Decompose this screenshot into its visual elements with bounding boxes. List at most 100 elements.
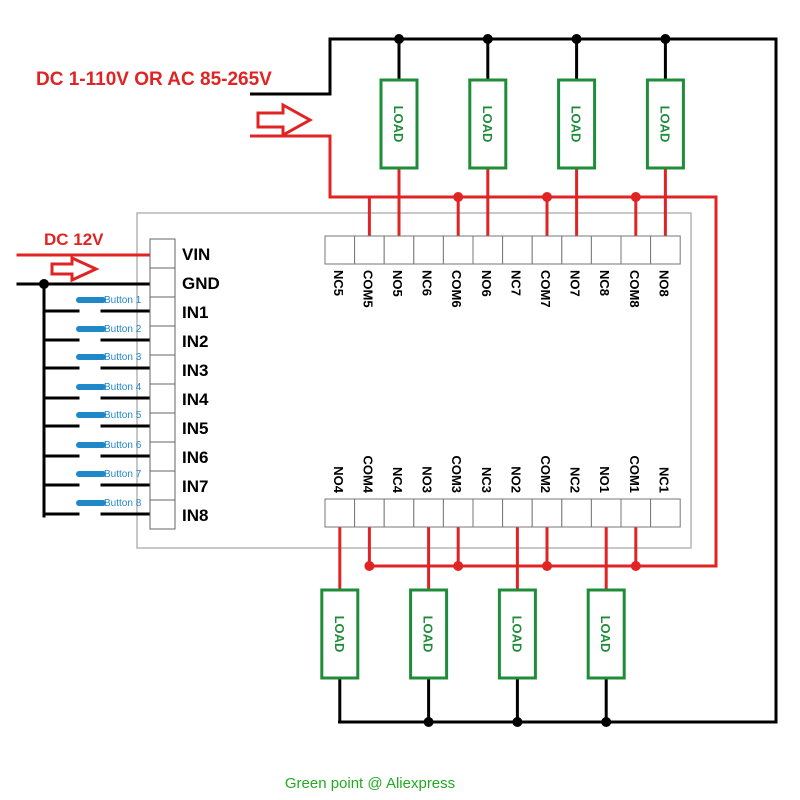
- top-terminal-label: COM6: [449, 270, 464, 308]
- top-terminal-label: NC8: [597, 270, 612, 296]
- load-supply-label: DC 1-110V OR AC 85-265V: [36, 69, 272, 90]
- phase-junction-top-6: [453, 192, 464, 202]
- neutral-junction-bottom-2: [512, 717, 523, 727]
- top-terminal-label: NO8: [656, 270, 671, 297]
- bottom-terminal-label: NO1: [597, 466, 612, 493]
- top-terminal-nc7: [502, 235, 533, 265]
- top-terminal-label: COM7: [538, 270, 553, 308]
- top-terminal-label: NC7: [508, 270, 523, 296]
- bottom-terminal-label: NC3: [479, 467, 494, 493]
- phase-junction-bottom-4: [364, 561, 375, 571]
- button-2-actuator: [76, 326, 106, 332]
- load-top-6-label: LOAD: [480, 106, 495, 143]
- button-1-actuator: [76, 297, 106, 303]
- button-3-label: Button 3: [104, 352, 142, 363]
- footer-credit: Green point @ Aliexpress: [285, 775, 455, 792]
- top-terminal-label: COM5: [360, 270, 375, 308]
- pin-label: GND: [182, 274, 220, 293]
- bottom-terminal-label: NC2: [568, 467, 583, 493]
- top-terminal-label: NC5: [331, 270, 346, 296]
- button-7-label: Button 7: [104, 469, 142, 480]
- load-supply-arrow-icon: [256, 102, 314, 138]
- load-top-8: [645, 78, 685, 170]
- pin-label: IN8: [182, 506, 208, 525]
- top-terminal-no6: [472, 235, 504, 265]
- phase-bus-wire: [250, 134, 718, 568]
- button-1-label: Button 1: [104, 295, 142, 306]
- pin-in5: [149, 412, 176, 443]
- pin-in3: [149, 354, 176, 385]
- bottom-terminal-label: COM3: [449, 455, 464, 493]
- wires: [16, 37, 778, 724]
- load-bottom-1: [586, 588, 626, 680]
- bottom-terminal-nc1: [650, 498, 681, 528]
- pin-label: IN6: [182, 448, 208, 467]
- load-bottom-4: [320, 588, 360, 680]
- pin-in8: [149, 499, 176, 530]
- bottom-terminal-nc2: [561, 498, 592, 528]
- top-terminal-no7: [561, 235, 592, 265]
- top-terminal-com5: [354, 235, 385, 265]
- bottom-terminal-label: NO2: [508, 466, 523, 493]
- top-terminal-com7: [531, 235, 563, 265]
- button-7-actuator: [76, 471, 106, 477]
- button-8-actuator: [76, 500, 106, 506]
- button-4-actuator: [76, 384, 106, 390]
- junction-dots: [39, 34, 671, 727]
- button-4-label: Button 4: [104, 382, 142, 393]
- pin-label: IN5: [182, 419, 208, 438]
- bottom-terminal-nc3: [472, 498, 504, 528]
- top-terminal-label: NO5: [390, 270, 405, 297]
- phase-junction-top-7: [542, 192, 552, 202]
- pin-in2: [149, 325, 176, 356]
- top-terminal-nc5: [324, 235, 356, 265]
- bottom-terminal-label: COM4: [360, 455, 375, 493]
- button-5-actuator: [76, 412, 106, 418]
- neutral-bus-wire: [250, 37, 778, 724]
- pin-in7: [149, 470, 176, 501]
- relay-board: [136, 212, 692, 549]
- button-2-label: Button 2: [104, 324, 142, 335]
- top-terminal-no5: [383, 235, 415, 265]
- top-terminal-label: COM8: [627, 270, 642, 308]
- neutral-junction-bottom-3: [423, 717, 434, 727]
- bottom-terminal-nc4: [383, 498, 415, 528]
- pin-label: IN7: [182, 477, 208, 496]
- neutral-junction-bottom-1: [601, 717, 612, 727]
- load-top-5: [379, 78, 419, 170]
- bottom-terminal-no4: [324, 498, 356, 528]
- bottom-terminal-no3: [413, 498, 444, 528]
- top-terminal-label: NC6: [420, 270, 435, 296]
- load-bottom-4-label: LOAD: [332, 616, 347, 653]
- button-6-label: Button 6: [104, 440, 142, 451]
- neutral-junction-top-5: [394, 34, 404, 44]
- button-6-actuator: [76, 442, 106, 448]
- bottom-terminal-com3: [442, 498, 474, 528]
- bottom-terminal-label: COM2: [538, 455, 553, 493]
- top-terminal-com6: [442, 235, 474, 265]
- bottom-terminal-com4: [354, 498, 385, 528]
- top-terminal-nc6: [413, 235, 444, 265]
- phase-junction-bottom-1: [630, 561, 641, 571]
- phase-junction-bottom-2: [542, 561, 552, 571]
- button-3-actuator: [76, 354, 106, 360]
- top-terminal-com8: [620, 235, 652, 265]
- bottom-terminal-label: COM1: [627, 455, 642, 493]
- pin-label: IN3: [182, 361, 208, 380]
- pin-label: IN4: [182, 390, 209, 409]
- pin-vin: [149, 238, 176, 269]
- pin-in1: [149, 296, 176, 327]
- gnd-junction: [39, 279, 49, 289]
- bottom-terminal-no1: [590, 498, 622, 528]
- phase-junction-top-8: [630, 192, 641, 202]
- board-supply-arrow-icon: [50, 255, 100, 283]
- pin-label: VIN: [182, 245, 210, 264]
- load-bottom-2-label: LOAD: [509, 616, 524, 653]
- pin-label: IN1: [182, 303, 208, 322]
- load-top-5-label: LOAD: [391, 106, 406, 143]
- neutral-junction-top-8: [660, 34, 671, 44]
- bottom-terminal-label: NC1: [656, 467, 671, 493]
- bottom-terminal-no2: [502, 498, 533, 528]
- top-terminal-no8: [650, 235, 681, 265]
